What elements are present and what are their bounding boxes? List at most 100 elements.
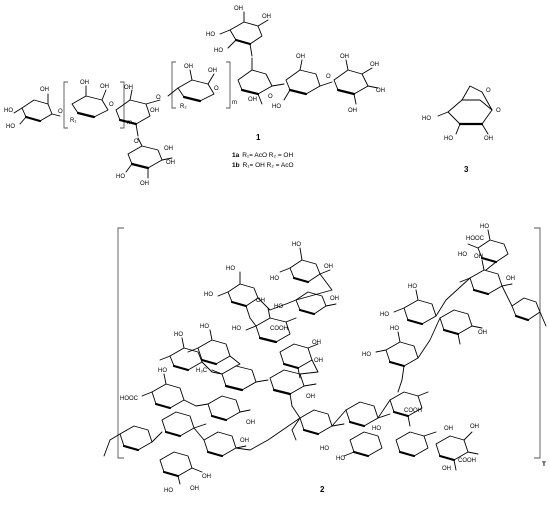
ring-right-1	[283, 59, 333, 101]
ring-2g	[211, 365, 269, 392]
oh-label: OH	[306, 394, 315, 400]
ho-label: HO	[200, 324, 209, 330]
oh-label: OH	[248, 97, 257, 103]
repeat-m2: m	[232, 100, 237, 106]
oh-label: OH	[330, 296, 339, 302]
o-label: O	[326, 74, 331, 80]
oh-label: OH	[376, 88, 385, 94]
ho-label: HO	[458, 252, 467, 258]
oh-label: OH	[484, 136, 493, 142]
ring-2r	[343, 431, 383, 458]
repeat-t: T	[542, 461, 546, 468]
oh-label: OH	[314, 358, 323, 364]
o-label: O	[58, 109, 63, 115]
ho-label: HO	[4, 108, 13, 114]
oh-label: OH	[124, 85, 133, 91]
ring-repeat-2	[167, 69, 215, 103]
ho-label: HO	[226, 266, 235, 272]
ho-label: HO	[158, 368, 167, 374]
ring-2q	[345, 401, 391, 428]
h3c-label: H₃C	[196, 368, 208, 374]
oh-label: OH	[150, 108, 159, 114]
ring-2u	[435, 431, 479, 471]
ho-label: HO	[380, 312, 389, 318]
ring-2o	[159, 451, 203, 485]
ring-branch-2	[237, 57, 285, 105]
ho-label: HO	[320, 446, 329, 452]
ring-repeat-1	[71, 85, 109, 119]
ho-label: HO	[116, 174, 125, 180]
oh-label: OH	[262, 14, 271, 20]
ring-branch-1	[115, 89, 161, 137]
ring-2m	[207, 395, 251, 422]
ring-2z	[511, 297, 547, 327]
oh-label: OH	[296, 54, 305, 60]
ring-2h	[269, 369, 317, 407]
oh-label: OH	[40, 87, 49, 93]
oh-label: OH	[80, 80, 89, 86]
ring-2x	[439, 309, 483, 345]
hooc-label: HOOC	[120, 396, 139, 402]
ho-label: HO	[174, 332, 183, 338]
ring-2a	[217, 271, 259, 319]
ring-2s	[389, 391, 429, 427]
oh-label: OH	[312, 340, 321, 346]
o-label: O	[109, 102, 114, 108]
ring-2p	[291, 409, 345, 441]
oh-label: OH	[324, 264, 333, 270]
cooh-label: COOH	[404, 408, 422, 414]
compound-3-structure: O O HO HO OH 3	[422, 85, 501, 174]
compound-1-label: 1	[256, 133, 261, 142]
oh-label: OH	[190, 486, 199, 492]
ho-label: HO	[270, 276, 279, 282]
ring-2w	[393, 289, 437, 326]
compound-3-label: 3	[464, 165, 469, 174]
oh-label: OH	[506, 276, 515, 282]
r1-label: R₁	[70, 118, 76, 124]
oh-label: OH	[100, 84, 109, 90]
ho-label: HO	[480, 224, 489, 230]
oh-label: OH	[470, 424, 479, 430]
ho-label: HO	[292, 242, 301, 248]
oh-label: OH	[234, 6, 243, 12]
ring-top-1	[219, 11, 269, 57]
ho-label: HO	[232, 326, 241, 332]
oh-label: OH	[202, 474, 211, 480]
ring-pendant-1	[125, 137, 173, 179]
ho-label: HO	[444, 136, 453, 142]
r2-label: R₂	[180, 104, 187, 110]
oh-label: OH	[208, 68, 217, 74]
oh-label: OH	[478, 330, 487, 336]
o-label: O	[134, 139, 139, 145]
oh-label: OH	[370, 62, 379, 68]
ho-label: HO	[6, 124, 15, 130]
ho-label: HO	[164, 488, 173, 494]
ho-label: HO	[408, 284, 417, 290]
ho-label: HO	[422, 116, 431, 122]
o-label: O	[156, 95, 161, 101]
ho-label: HO	[206, 32, 215, 38]
cooh-label: COOH	[270, 326, 288, 332]
o-label: O	[214, 86, 219, 92]
ho-label: HO	[372, 426, 381, 432]
ho-label: HO	[214, 48, 223, 54]
ring-2i	[141, 373, 185, 410]
hooc-label: HOOC	[466, 236, 485, 242]
ho-label: HO	[336, 456, 345, 462]
oh-label: OH	[340, 54, 349, 60]
ring-2v	[375, 331, 419, 381]
oh-label: OH	[442, 466, 451, 472]
ring-2k	[103, 425, 153, 457]
oh-label: OH	[164, 146, 173, 152]
oh-label: OH	[166, 160, 175, 166]
ring-2f	[187, 329, 231, 366]
compound-2-structure: T HO HO OH HO HO OH HO OH	[103, 224, 547, 494]
oh-label: OH	[444, 426, 453, 432]
oh-label: OH	[474, 254, 483, 260]
o-label: O	[268, 94, 273, 100]
ho-label: HO	[272, 104, 281, 110]
ring-1a	[13, 93, 61, 125]
